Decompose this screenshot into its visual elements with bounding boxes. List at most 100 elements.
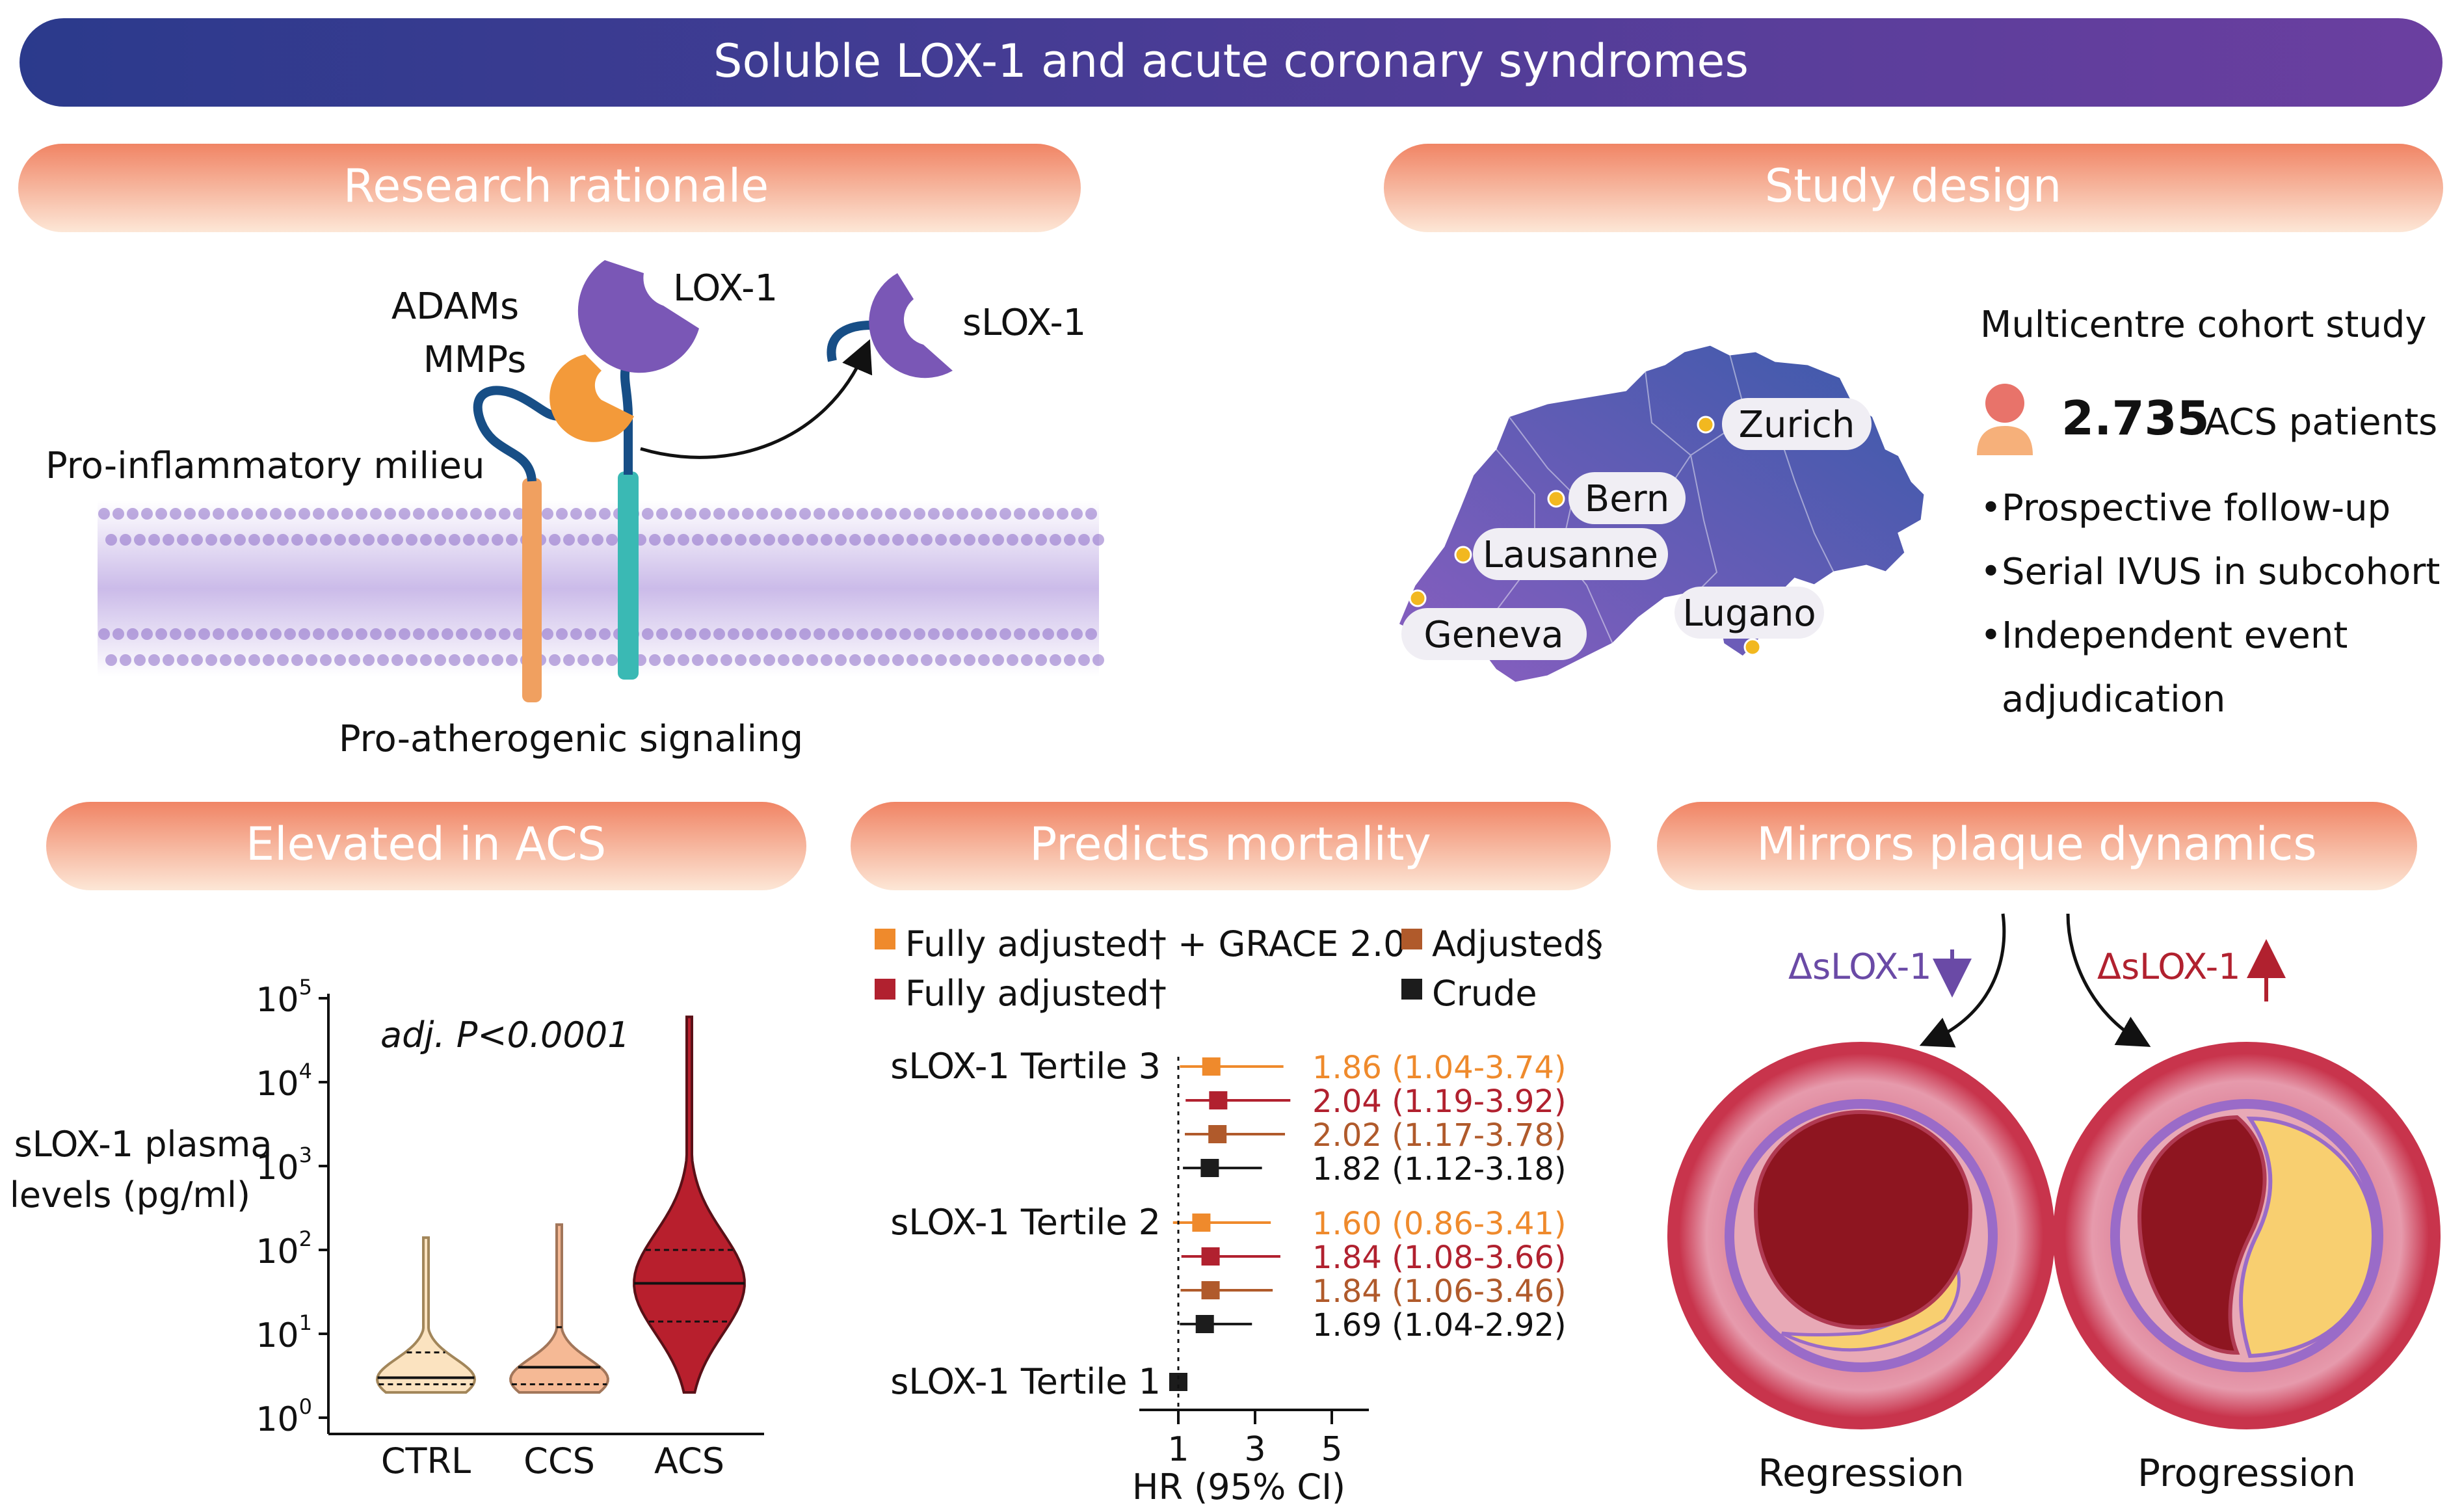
lipid-head xyxy=(363,534,375,546)
city-label: Geneva xyxy=(1423,614,1563,656)
lipid-head xyxy=(778,534,789,546)
bullet-3-cont: adjudication xyxy=(2002,678,2225,721)
pill-elevated: Elevated in ACS xyxy=(42,798,810,894)
city-lugano: Lugano xyxy=(1674,587,1824,656)
lipid-head xyxy=(821,654,832,666)
lipid-head xyxy=(413,628,425,640)
x-category-label: CTRL xyxy=(381,1440,471,1481)
lipid-head xyxy=(1050,534,1061,546)
lipid-head xyxy=(148,654,160,666)
lipid-head xyxy=(306,654,317,666)
lipid-head xyxy=(277,534,289,546)
pill-plaque: Mirrors plaque dynamics xyxy=(1653,798,2421,894)
lipid-head xyxy=(563,654,575,666)
lipid-head xyxy=(313,508,324,520)
lipid-head xyxy=(298,508,310,520)
lipid-head xyxy=(585,508,596,520)
lipid-head xyxy=(785,508,797,520)
violin-acs xyxy=(633,1015,746,1394)
lipid-head xyxy=(928,508,940,520)
lipid-head xyxy=(205,654,217,666)
lipid-head xyxy=(835,654,847,666)
lipid-head xyxy=(377,534,389,546)
lipid-head xyxy=(692,654,704,666)
lipid-head xyxy=(999,628,1011,640)
lipid-head xyxy=(742,628,754,640)
lipid-head xyxy=(399,508,410,520)
hr-value-label: 2.04 (1.19-3.92) xyxy=(1312,1083,1567,1120)
lipid-head xyxy=(785,628,797,640)
lipid-head xyxy=(907,654,918,666)
lipid-head xyxy=(1064,534,1076,546)
lipid-head xyxy=(692,534,704,546)
y-tick-label: 101 xyxy=(256,1310,312,1355)
lipid-head xyxy=(1078,534,1090,546)
pill-mortality: Predicts mortality xyxy=(847,798,1615,894)
forest-legend: Fully adjusted† + GRACE 2.0 Adjusted§ Fu… xyxy=(875,923,1603,1014)
lipid-head xyxy=(1028,628,1040,640)
lipid-head xyxy=(113,628,124,640)
lipid-head xyxy=(1042,628,1054,640)
city-zurich: Zurich xyxy=(1697,398,1872,450)
lipid-head xyxy=(442,508,453,520)
lipid-head xyxy=(284,628,296,640)
lipid-head xyxy=(921,654,933,666)
rationale-heading: Research rationale xyxy=(343,159,769,213)
lipid-head xyxy=(470,508,482,520)
lox1-anchor xyxy=(618,471,639,680)
lipid-head xyxy=(570,628,582,640)
membrane-illustration: ADAMs MMPs LOX-1 sLOX-1 Pro-inflammatory… xyxy=(46,260,1104,760)
lipid-head xyxy=(978,534,990,546)
lipid-head xyxy=(227,508,239,520)
label-lox1: LOX-1 xyxy=(673,267,778,310)
lipid-head xyxy=(341,628,353,640)
lipid-head xyxy=(434,654,446,666)
bullet-3: •Independent event xyxy=(1980,615,2348,657)
lipid-head xyxy=(549,534,561,546)
ylabel-line2: levels (pg/ml) xyxy=(10,1174,250,1215)
city-markers: Zurich Bern Lausanne Geneva Lugano xyxy=(1401,398,1872,660)
lipid-head xyxy=(191,534,203,546)
lipid-head xyxy=(320,654,332,666)
lipid-head xyxy=(184,628,196,640)
city-label: Zurich xyxy=(1739,404,1855,446)
lipid-head xyxy=(191,654,203,666)
patient-icon xyxy=(1977,384,2033,455)
city-bern: Bern xyxy=(1547,472,1686,524)
patients-number: 2.735 xyxy=(2061,391,2210,445)
lipid-head xyxy=(556,628,568,640)
lipid-head xyxy=(177,534,189,546)
artery-regression: Regression xyxy=(1667,1042,2055,1495)
lipid-head xyxy=(341,508,353,520)
lipid-head xyxy=(721,534,732,546)
city-label: Bern xyxy=(1585,478,1669,520)
lipid-head xyxy=(592,534,603,546)
lipid-head xyxy=(470,628,482,640)
lipid-head xyxy=(227,628,239,640)
lipid-head xyxy=(949,654,961,666)
lipid-head xyxy=(885,628,897,640)
plaque-thick xyxy=(2239,1116,2376,1359)
lipid-head xyxy=(928,628,940,640)
ylabel-line1: sLOX-1 plasma xyxy=(14,1124,272,1165)
lipid-head xyxy=(728,628,739,640)
lipid-head xyxy=(1007,654,1018,666)
lipid-head xyxy=(899,508,911,520)
lipid-head xyxy=(442,628,453,640)
lipid-head xyxy=(449,654,460,666)
lipid-head xyxy=(492,654,503,666)
lipid-head xyxy=(713,508,725,520)
lipid-head xyxy=(663,654,675,666)
lipid-head xyxy=(399,628,410,640)
lipid-head xyxy=(155,628,167,640)
label-slox1: sLOX-1 xyxy=(962,302,1086,344)
lipid-head xyxy=(771,508,782,520)
lipid-head xyxy=(98,628,110,640)
lipid-head xyxy=(577,534,589,546)
adam-anchor xyxy=(522,478,542,702)
lipid-head xyxy=(499,508,510,520)
lipid-head xyxy=(356,628,367,640)
